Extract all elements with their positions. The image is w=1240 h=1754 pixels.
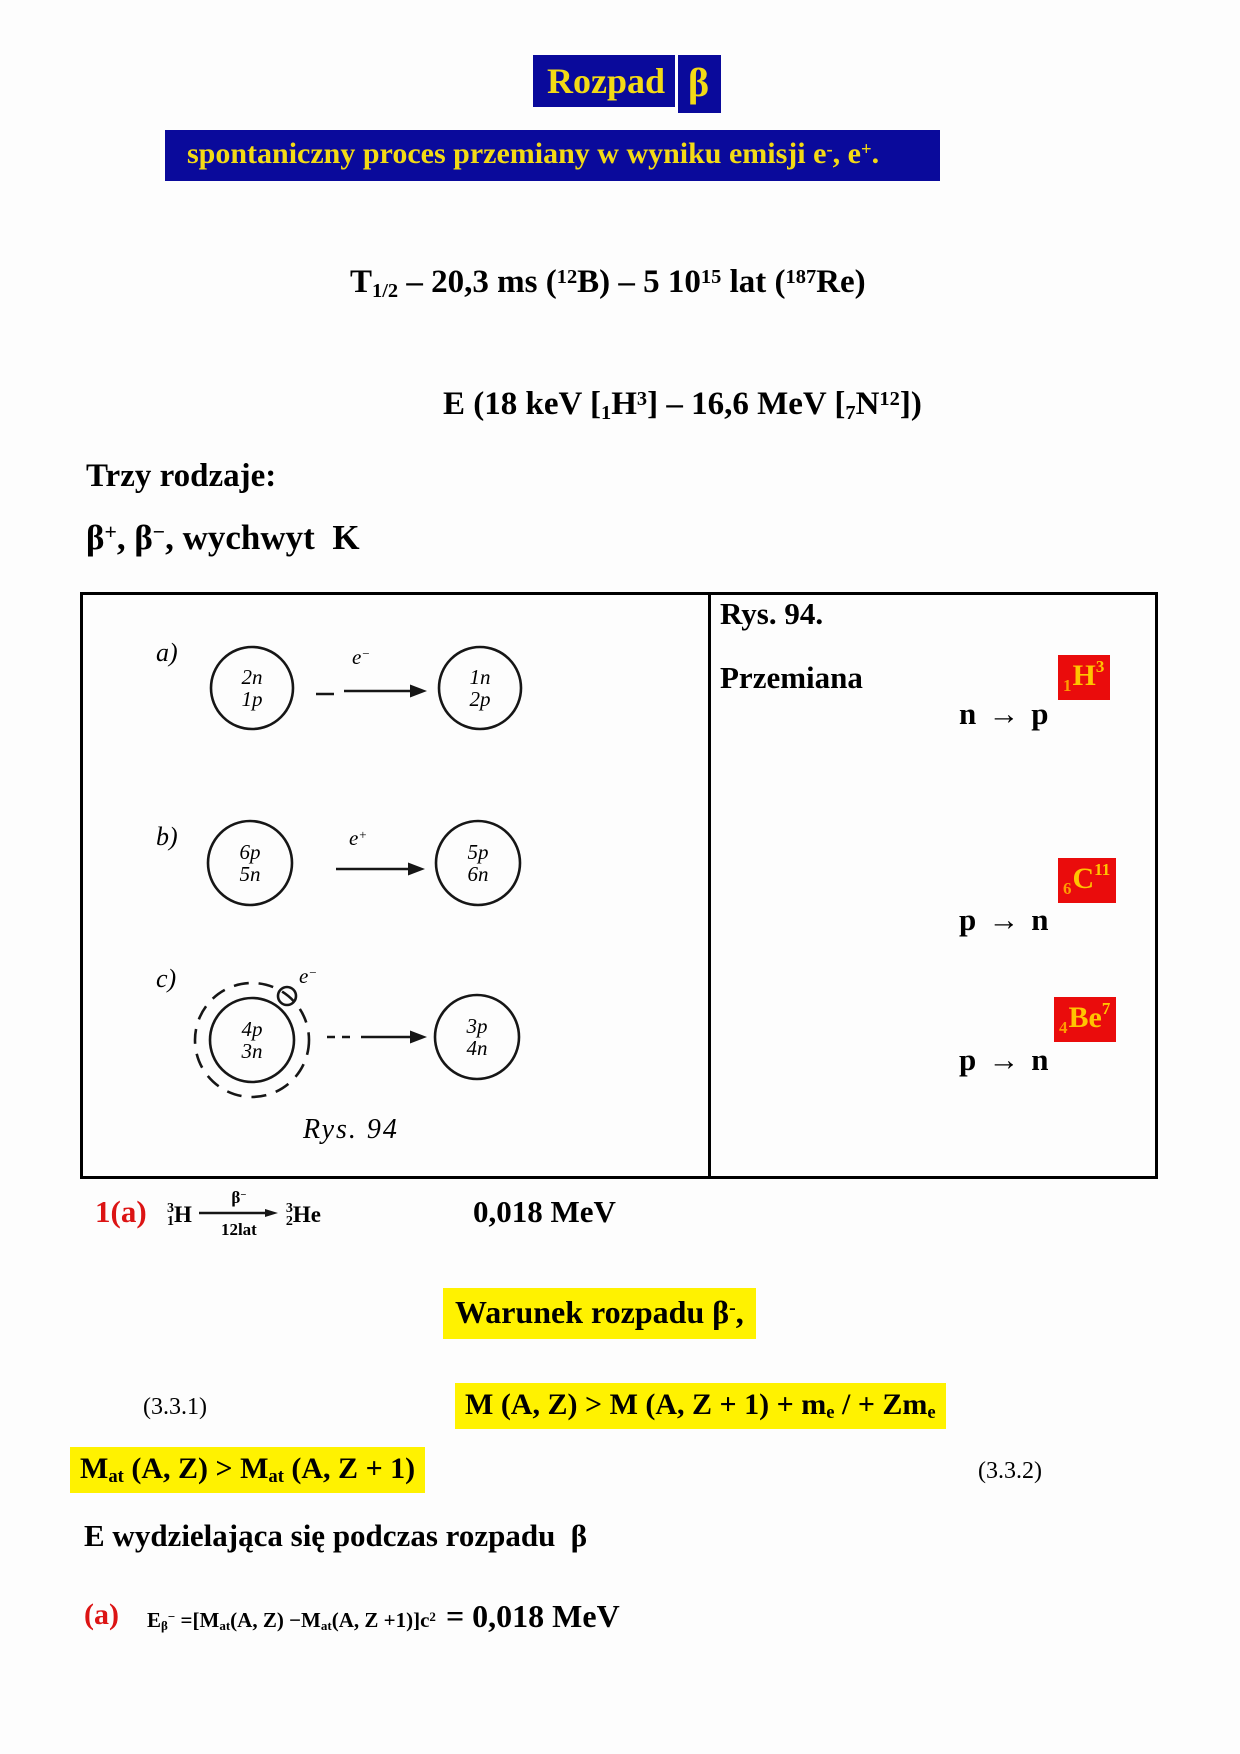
nucleon-count: 1n	[469, 665, 491, 689]
nucleon-count: 5p	[467, 840, 489, 864]
nucleon-count: 2p	[469, 687, 491, 711]
released-energy-heading: E wydzielająca się podczas rozpadu β	[84, 1518, 588, 1553]
nucleon-count: 1p	[241, 687, 263, 711]
page-subtitle: spontaniczny proces przemiany w wyniku e…	[165, 130, 940, 181]
right-arrow-icon	[198, 1209, 278, 1217]
element-symbol: C	[1072, 862, 1095, 895]
nucleon-count: 3n	[241, 1039, 263, 1063]
energy-formula-expression: Eβ− =[Mat(A, Z) −Mat(A, Z +1)]c2	[147, 1608, 436, 1633]
mass-number: 3	[1095, 657, 1105, 676]
arrow-head-b	[408, 862, 425, 876]
atomic-number: 1	[167, 1214, 174, 1229]
energy-formula-result: = 0,018 MeV	[445, 1598, 620, 1634]
particle-from: n	[959, 696, 977, 731]
three-kinds-heading: Trzy rodzaje:	[86, 458, 277, 494]
equation-number-331: (3.3.1)	[143, 1394, 207, 1420]
mass-number: 3	[285, 1201, 293, 1216]
atomic-mass-condition-equation: Mat (A, Z) > Mat (A, Z + 1)	[70, 1447, 426, 1493]
reaction-arrow: β− 12lat	[198, 1188, 279, 1240]
nucleus-circle-b-right	[434, 819, 522, 907]
mass-atomic-stack: 3 1	[167, 1201, 174, 1229]
nuclide-badge-c11: 6C11	[1058, 858, 1117, 903]
emitted-particle-c: e−	[299, 964, 318, 988]
right-arrow-icon: →	[988, 902, 1020, 937]
nucleus-circle-a-left	[209, 645, 295, 731]
nucleus-circle-b-left	[206, 819, 294, 907]
figure-box	[80, 592, 1158, 1179]
figure-panel-divider	[708, 592, 711, 1179]
mass-number: 7	[1101, 999, 1111, 1018]
arrow-head-c	[410, 1030, 427, 1044]
arrow-head-a	[410, 684, 427, 698]
particle-from: p	[959, 902, 977, 937]
electron-orbit-dashed-circle	[193, 981, 311, 1099]
nucleon-count: 2n	[241, 665, 263, 689]
nucleus-circle-c-left	[208, 996, 296, 1084]
row-label-b: b)	[156, 822, 178, 851]
particle-to: p	[1031, 696, 1049, 731]
condition-heading: Warunek rozpadu β-,	[443, 1288, 756, 1339]
nucleus-circle-a-right	[437, 645, 523, 731]
nucleus-content-c-left: 4p 3n	[210, 1018, 294, 1062]
halflife-line: T1/2 – 20,3 ms (12B) – 5 1015 lat (187Re…	[350, 264, 866, 302]
transformation-p-to-n-1: p → n	[928, 866, 1049, 974]
page-title-beta: β	[678, 55, 722, 113]
element-symbol: He	[292, 1202, 321, 1227]
mass-number: 3	[167, 1201, 174, 1216]
nucleon-count: 5n	[239, 862, 261, 886]
panel-heading: Przemiana	[720, 660, 863, 695]
particle-to: n	[1031, 1042, 1049, 1077]
row-label-c: c)	[156, 964, 177, 993]
mass-number: 11	[1094, 860, 1111, 879]
beta-kinds-line: β+, β−, wychwyt K	[86, 518, 360, 557]
nucleon-count: 6n	[467, 862, 489, 886]
right-arrow-icon: →	[988, 696, 1020, 731]
transformation-n-to-p: n → p	[928, 660, 1049, 768]
beta-minus-label: β−	[231, 1188, 247, 1207]
example-label: 1(a)	[95, 1194, 147, 1229]
nucleon-count: 6p	[239, 840, 261, 864]
particle-to: n	[1031, 902, 1049, 937]
nucleus-circle-c-right	[433, 993, 521, 1081]
nucleus-content-a-right: 1n 2p	[438, 666, 522, 710]
nuclear-decay-diagram	[193, 645, 523, 1099]
nuclide-badge-h3: 1H3	[1058, 655, 1111, 700]
element-symbol: Be	[1068, 1001, 1102, 1034]
energy-range-line: E (18 keV [1H3] – 16,6 MeV [7N12])	[443, 386, 922, 424]
mass-atomic-stack: 3 2	[285, 1201, 293, 1229]
nucleon-count: 3p	[466, 1014, 488, 1038]
page-title: Rozpad	[533, 55, 676, 107]
nuclide-badge-be7: 4Be7	[1054, 997, 1117, 1042]
title-bar: Rozpad β	[533, 55, 722, 113]
energy-formula: Eβ− =[Mat(A, Z) −Mat(A, Z +1)]c2 = 0,018…	[147, 1598, 620, 1635]
nucleus-content-a-left: 2n 1p	[210, 666, 294, 710]
emitted-particle-a: e−	[352, 645, 371, 669]
atomic-number: 4	[1059, 1018, 1068, 1037]
emitted-particle-b: e+	[349, 826, 368, 850]
nucleus-content-c-right: 3p 4n	[435, 1015, 519, 1059]
row-label-a: a)	[156, 638, 178, 667]
decay-reaction: 3 1 H β− 12lat 3 2 He	[167, 1188, 321, 1240]
atomic-number: 2	[285, 1214, 293, 1229]
electron-circle	[276, 985, 298, 1007]
element-symbol: H	[174, 1202, 192, 1227]
final-label: (a)	[84, 1598, 119, 1631]
decay-energy-value: 0,018 MeV	[473, 1194, 616, 1229]
halflife-label: 12lat	[220, 1220, 257, 1239]
particle-from: p	[959, 1042, 977, 1077]
nucleus-content-b-right: 5p 6n	[436, 841, 520, 885]
nucleon-count: 4p	[241, 1017, 263, 1041]
equation-number-332: (3.3.2)	[978, 1458, 1042, 1484]
figure-caption: Rys. 94	[303, 1114, 399, 1145]
nucleus-content-b-left: 6p 5n	[208, 841, 292, 885]
atomic-number: 6	[1063, 879, 1072, 898]
panel-title: Rys. 94.	[720, 596, 824, 631]
atomic-number: 1	[1063, 676, 1072, 695]
mass-condition-equation: M (A, Z) > M (A, Z + 1) + me / + Zme	[455, 1383, 946, 1429]
transformation-p-to-n-2: p → n	[928, 1006, 1049, 1114]
element-symbol: H	[1072, 659, 1096, 692]
right-arrow-icon: →	[988, 1042, 1020, 1077]
nucleon-count: 4n	[466, 1036, 488, 1060]
